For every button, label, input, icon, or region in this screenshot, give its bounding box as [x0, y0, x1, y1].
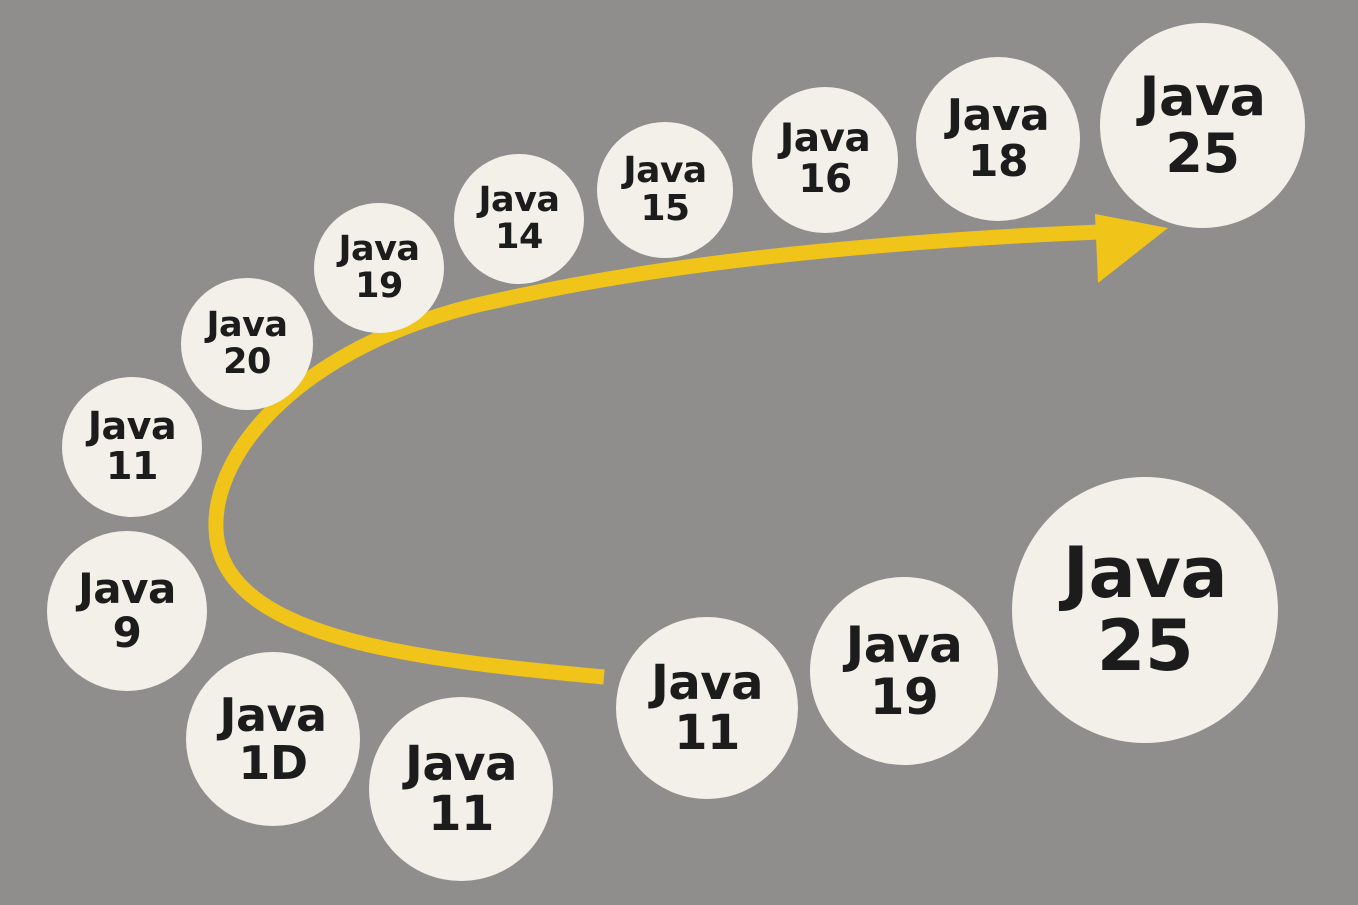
version-bubble: Java 15 — [597, 122, 733, 258]
bubble-label: Java — [87, 404, 177, 449]
bubble-version: 16 — [798, 157, 852, 202]
arrow-head-icon — [1095, 214, 1168, 283]
bubble-version: 19 — [869, 668, 939, 726]
bubble-version: 25 — [1165, 121, 1240, 185]
bubble-label: Java — [623, 150, 707, 192]
bubble-label: Java — [206, 305, 288, 346]
bubble-label: Java — [779, 116, 871, 162]
version-bubble: Java 1D — [186, 652, 360, 826]
bubble-version: 25 — [1096, 605, 1194, 687]
bubble-label: Java — [1062, 531, 1228, 614]
bubble-label: Java — [338, 229, 420, 270]
version-bubble: Java 9 — [47, 531, 207, 691]
bubble-version: 11 — [428, 786, 494, 842]
version-bubble: Java 25 — [1100, 23, 1305, 228]
version-bubble: Java 11 — [62, 377, 202, 517]
version-bubble: Java 11 — [369, 697, 553, 881]
bubble-label: Java — [219, 687, 327, 742]
bubble-label: Java — [946, 89, 1050, 141]
version-bubble: Java 18 — [916, 57, 1080, 221]
curved-arrow-line — [208, 224, 1101, 685]
bubble-label: Java — [1139, 64, 1266, 128]
bubble-label: Java — [478, 180, 560, 221]
bubble-label: Java — [78, 563, 176, 613]
version-bubble: Java 16 — [752, 87, 898, 233]
bubble-label: Java — [651, 654, 763, 711]
version-bubble: Java 19 — [314, 203, 444, 333]
bubble-label: Java — [405, 735, 517, 792]
bubble-version: 9 — [112, 608, 142, 657]
bubble-version: 15 — [640, 188, 690, 229]
bubble-version: 1D — [238, 736, 308, 790]
version-bubble: Java 25 — [1012, 477, 1278, 743]
version-bubble: Java 19 — [810, 577, 998, 765]
bubble-version: 18 — [967, 136, 1029, 187]
bubble-version: 11 — [674, 705, 740, 761]
version-bubble: Java 20 — [181, 278, 313, 410]
bubble-version: 14 — [495, 217, 543, 257]
bubble-version: 19 — [355, 266, 403, 306]
bubble-version: 20 — [223, 342, 271, 382]
version-bubble: Java 14 — [454, 154, 584, 284]
version-bubble: Java 11 — [616, 617, 798, 799]
bubble-label: Java — [845, 615, 963, 674]
bubble-version: 11 — [106, 444, 158, 488]
